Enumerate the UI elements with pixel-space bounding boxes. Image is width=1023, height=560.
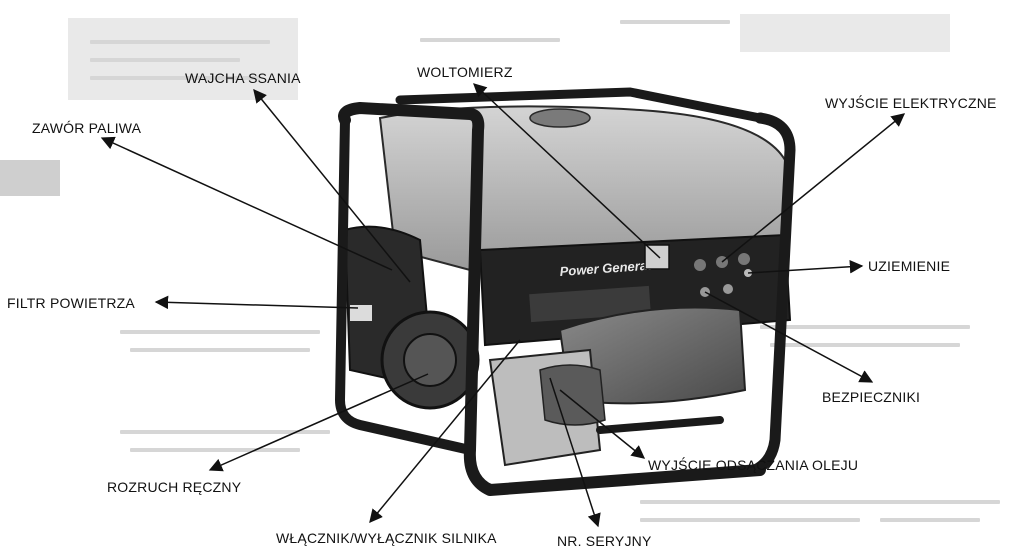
air-filter-sticker <box>350 305 372 321</box>
fuse-button <box>700 287 710 297</box>
label-filtr-powietrza: FILTR POWIETRZA <box>7 295 135 311</box>
background-text-line <box>620 20 730 24</box>
background-text-line <box>130 348 310 352</box>
recoil-starter-hub <box>403 333 457 387</box>
label-wyjscie-odsaczania-oleju: WYJŚCIE ODSĄCZANIA OLEJU <box>648 457 859 473</box>
label-nr-seryjny: NR. SERYJNY <box>557 533 652 549</box>
outlet-socket <box>716 256 728 268</box>
background-text-line <box>420 38 560 42</box>
label-woltomierz: WOLTOMIERZ <box>417 64 513 80</box>
background-side-tab <box>0 160 60 196</box>
background-text-line <box>880 518 980 522</box>
background-text-line <box>880 500 1000 504</box>
background-text-line <box>90 76 260 80</box>
background-text-line <box>90 58 240 62</box>
panel-brand-text: Power Generator <box>559 257 665 279</box>
label-wajcha-ssania: WAJCHA SSANIA <box>185 70 301 86</box>
voltmeter-dial <box>644 244 670 270</box>
engine-cylinder <box>539 364 606 426</box>
panel-info-plate <box>529 285 651 323</box>
fuse-button <box>723 284 733 294</box>
outlet-socket <box>738 253 750 265</box>
label-rozruch-reczny: ROZRUCH RĘCZNY <box>107 479 242 495</box>
background-panel <box>740 14 950 52</box>
background-text-line <box>640 500 890 504</box>
background-text-line <box>90 40 270 44</box>
outlet-socket <box>694 259 706 271</box>
label-uziemienie: UZIEMIENIE <box>868 258 951 274</box>
label-wyjscie-elektryczne: WYJŚCIE ELEKTRYCZNE <box>825 95 997 111</box>
ground-terminal <box>744 269 752 277</box>
background-text-line <box>640 518 860 522</box>
fuel-cap <box>529 108 591 128</box>
background-text-line <box>120 330 320 334</box>
label-bezpieczniki: BEZPIECZNIKI <box>822 389 921 405</box>
label-wlacznik-silnika: WŁĄCZNIK/WYŁĄCZNIK SILNIKA <box>276 530 497 546</box>
label-zawor-paliwa: ZAWÓR PALIWA <box>32 120 142 136</box>
frame-base-bar <box>596 416 724 434</box>
